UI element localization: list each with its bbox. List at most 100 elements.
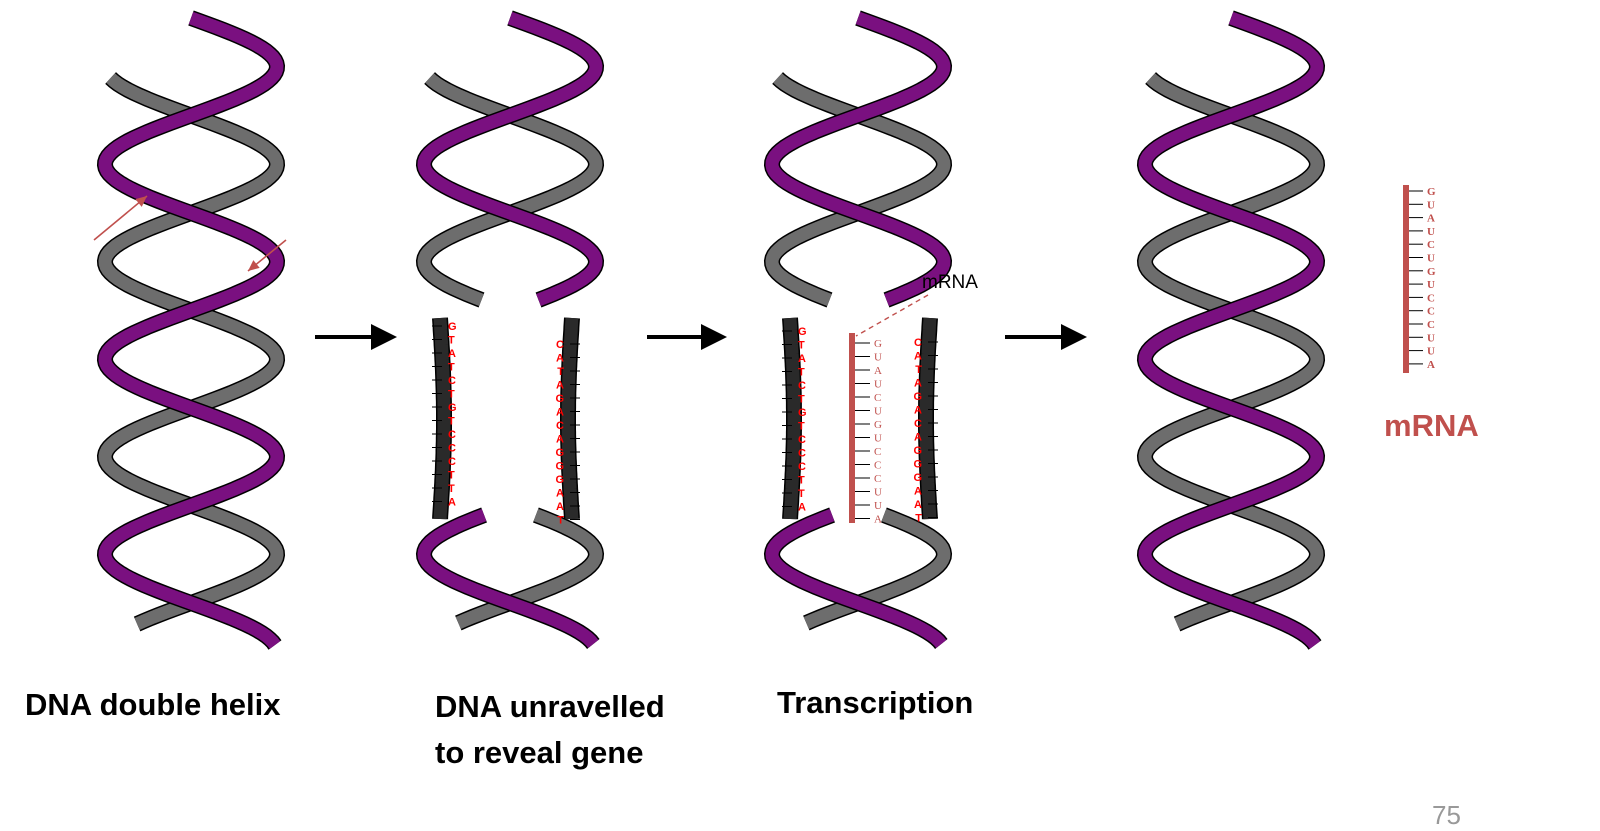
caption-transcription: Transcription (777, 680, 973, 726)
base-letter: A (914, 486, 922, 498)
base-letter: A (1427, 213, 1435, 225)
caption-line-2: to reveal gene (435, 735, 644, 770)
base-letter: T (448, 470, 455, 482)
base-letter: U (1427, 332, 1435, 344)
purple-strand (765, 11, 951, 307)
base-letter: A (914, 378, 922, 390)
base-letter: A (556, 407, 564, 419)
base-letter: T (448, 362, 455, 374)
base-letter: C (448, 375, 456, 387)
base-letter: G (913, 445, 922, 457)
base-letter: C (1427, 239, 1435, 251)
open-right-strand (919, 317, 937, 520)
slide-number: 75 (1432, 800, 1461, 830)
process-arrow (1005, 324, 1087, 350)
caption-text: DNA double helix (25, 687, 281, 722)
base-letter: C (798, 448, 806, 460)
purple-strand (765, 508, 947, 649)
open-left-strand (433, 317, 451, 520)
base-letter: U (874, 487, 882, 499)
base-letter: C (874, 392, 881, 404)
base-letter: G (555, 393, 564, 405)
strand-direction-arrow (93, 195, 148, 241)
arrow-head (701, 324, 727, 350)
base-letter: G (448, 321, 457, 333)
base-letter: C (448, 443, 456, 455)
base-letter: G (913, 472, 922, 484)
mrna-leader-line (855, 294, 929, 337)
strand-direction-arrow (247, 239, 287, 272)
base-letter: T (557, 515, 564, 527)
arrow-head (371, 324, 397, 350)
caption-dna-double-helix: DNA double helix (25, 682, 280, 728)
base-letter: A (556, 434, 564, 446)
base-letter: A (448, 497, 456, 509)
purple-strand-outline (415, 10, 605, 308)
base-letter: A (556, 501, 564, 513)
open-right-strand (561, 317, 579, 520)
process-arrows (315, 324, 1087, 350)
base-letter: T (448, 389, 455, 401)
open-region (432, 317, 580, 520)
base-letter: C (1427, 306, 1435, 318)
base-letter: T (798, 421, 805, 433)
base-letter: U (1427, 226, 1435, 238)
base-letter: A (556, 380, 564, 392)
base-letter: C (798, 380, 806, 392)
base-letter: C (798, 434, 806, 446)
helices (96, 10, 1326, 650)
purple-strand-outline (763, 10, 953, 308)
caption-line-1: DNA unravelled (435, 689, 665, 724)
base-letter: C (448, 456, 456, 468)
arrow-line (93, 195, 148, 241)
purple-strand (417, 508, 599, 649)
base-letter: C (874, 473, 881, 485)
base-letter: A (556, 353, 564, 365)
base-letter: T (915, 364, 922, 376)
base-letter: T (448, 483, 455, 495)
base-letter: G (555, 474, 564, 486)
dna-helix (763, 10, 953, 649)
open-left-strand (783, 317, 801, 520)
base-letter: G (874, 419, 882, 431)
base-letter: A (798, 502, 806, 514)
base-letter: A (874, 365, 882, 377)
base-letter: U (1427, 346, 1435, 358)
gray-strand (98, 73, 284, 630)
gray-strand (1138, 73, 1324, 630)
base-letter: C (1427, 292, 1435, 304)
base-letter: T (448, 416, 455, 428)
base-letter: C (556, 420, 564, 432)
base-letter: G (798, 407, 807, 419)
base-letter: A (914, 351, 922, 363)
base-letter: T (798, 488, 805, 500)
process-arrow (647, 324, 727, 350)
purple-strand (1138, 11, 1324, 649)
dna-helix (96, 10, 286, 650)
base-letter: U (1427, 279, 1435, 291)
arrow-head (248, 260, 260, 271)
process-arrow (315, 324, 397, 350)
base-letter: U (1427, 253, 1435, 265)
base-letter: G (913, 459, 922, 471)
base-letter: A (914, 432, 922, 444)
base-letter: T (915, 513, 922, 525)
base-letter: A (798, 353, 806, 365)
base-letter: A (1427, 359, 1435, 371)
base-letter: A (914, 405, 922, 417)
open-region (782, 317, 938, 520)
mrna-label-large: mRNA (1384, 408, 1479, 443)
gray-strand-outline (96, 72, 286, 632)
base-letter: C (798, 461, 806, 473)
base-letter: G (1427, 186, 1436, 198)
base-letter: G (798, 326, 807, 338)
purple-strand (417, 11, 603, 307)
purple-strand (98, 11, 284, 649)
caption-text: Transcription (777, 685, 974, 720)
base-letter: T (798, 340, 805, 352)
base-letter: A (556, 488, 564, 500)
base-letter: T (798, 475, 805, 487)
